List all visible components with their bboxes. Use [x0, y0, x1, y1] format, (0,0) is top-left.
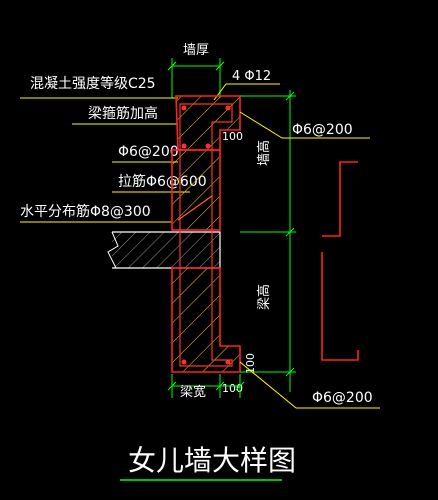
dim-100-top: 100 [222, 130, 243, 143]
stirrup-right-bottom-leader [239, 361, 297, 409]
parapet-wall-body [171, 149, 221, 231]
beam-width-label: 梁宽 [180, 384, 206, 400]
horizontal-bar-label: 水平分布筋Φ8@300 [20, 203, 151, 220]
stirrup-rebar [179, 103, 233, 367]
top-rebar-label: 4 Φ12 [232, 69, 271, 84]
dim-100-mid: 100 [244, 353, 257, 374]
wall-section [107, 95, 241, 373]
beam-width-dimension [167, 374, 245, 398]
rebar-shape-sketch [321, 161, 359, 361]
tie-bar [177, 195, 213, 221]
dim-100-bottom: 100 [222, 382, 243, 395]
wall-thickness-label: 墙厚 [183, 43, 209, 58]
stirrup-spacing-left-label: Φ6@200 [118, 144, 179, 160]
wall-height-label: 墙高 [256, 140, 272, 166]
lower-beam [171, 267, 241, 373]
stirrup-right-top-leader [239, 111, 283, 139]
concrete-grade-label: 混凝土强度等级C25 [30, 75, 156, 92]
stirrup-spacing-right-top-label: Φ6@200 [292, 122, 353, 138]
height-dimension [240, 90, 296, 392]
wall-thickness-dimension [167, 58, 225, 98]
stirrup-spacing-right-bottom-label: Φ6@200 [312, 390, 373, 406]
drawing-title: 女儿墙大样图 [128, 444, 296, 477]
beam-height-label: 梁高 [256, 284, 272, 310]
beam-stirrup-label: 梁箍筋加高 [88, 105, 158, 122]
roof-slab [112, 231, 221, 269]
slab-break-line [107, 231, 119, 269]
